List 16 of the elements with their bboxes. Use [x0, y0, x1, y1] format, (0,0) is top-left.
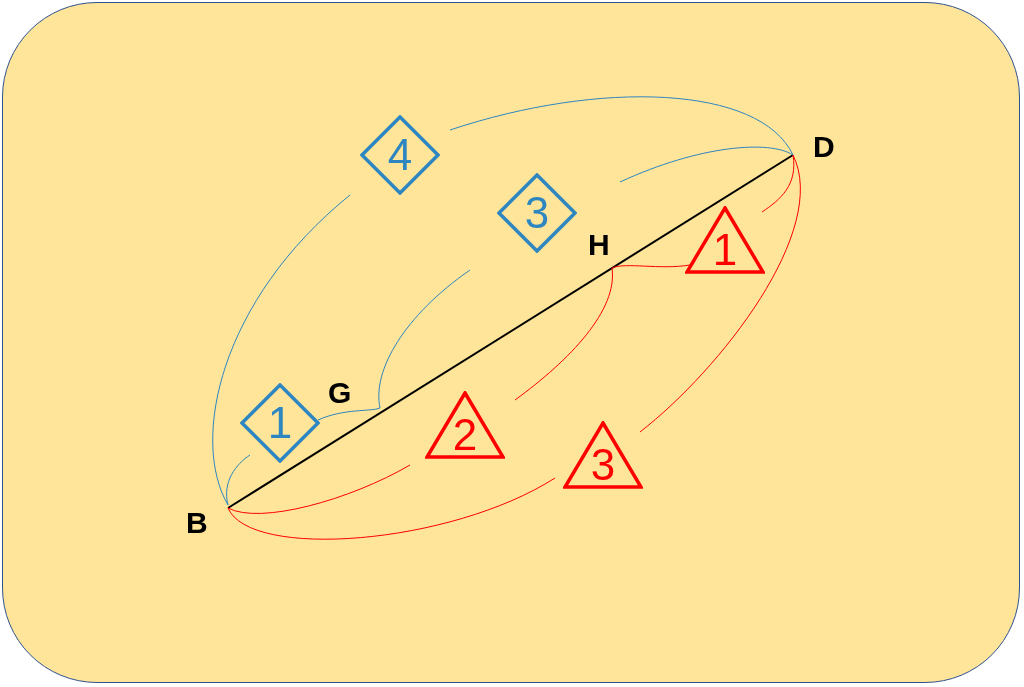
point-label: H — [588, 230, 610, 260]
marker-number: 4 — [386, 133, 414, 177]
diamond-marker — [497, 173, 577, 253]
triangle-marker — [685, 206, 765, 274]
point-label: G — [328, 378, 352, 408]
triangle-marker — [563, 421, 643, 489]
marker-number: 3 — [589, 443, 617, 487]
point-label: D — [813, 132, 835, 162]
marker-number: 1 — [266, 401, 294, 445]
marker-number: 3 — [523, 191, 551, 235]
diamond-marker — [240, 383, 320, 463]
triangle-marker — [425, 391, 505, 459]
diamond-marker — [360, 115, 440, 195]
marker-number: 1 — [711, 228, 739, 272]
point-label: B — [186, 508, 208, 538]
marker-number: 2 — [451, 413, 479, 457]
